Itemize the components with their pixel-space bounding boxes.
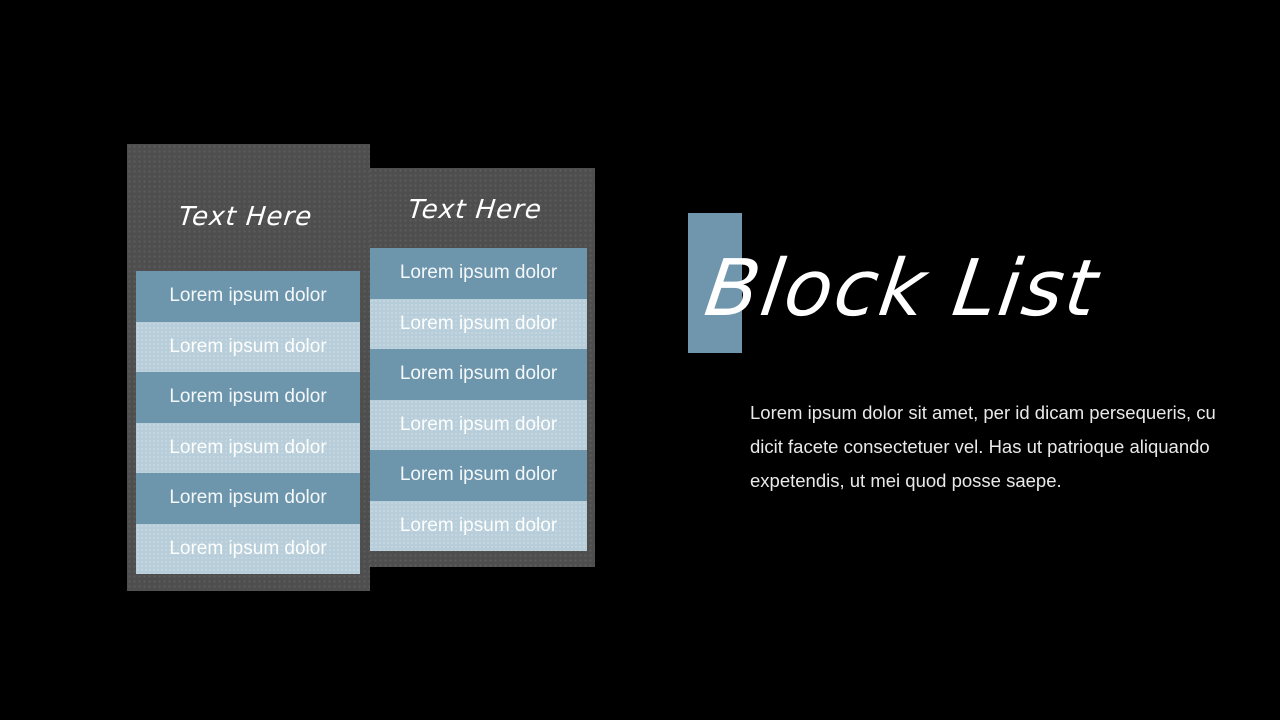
card-left-header: Text Here	[177, 202, 314, 232]
list-item: Lorem ipsum dolor	[136, 473, 360, 524]
list-item: Lorem ipsum dolor	[370, 349, 587, 400]
slide-body-text: Lorem ipsum dolor sit amet, per id dicam…	[750, 396, 1220, 498]
block-card-left: Text Here Lorem ipsum dolor Lorem ipsum …	[127, 144, 370, 591]
block-card-right: Text Here Lorem ipsum dolor Lorem ipsum …	[358, 168, 595, 567]
slide-title: Block List	[699, 244, 1105, 334]
body-line: expetendis, ut mei quod posse saepe.	[750, 470, 1062, 491]
list-item: Lorem ipsum dolor	[136, 321, 360, 372]
list-item: Lorem ipsum dolor	[370, 500, 587, 551]
list-item: Lorem ipsum dolor	[136, 372, 360, 423]
body-line: dicit facete consectetuer vel. Has ut pa…	[750, 436, 1210, 457]
body-line: Lorem ipsum dolor sit amet, per id dicam…	[750, 402, 1216, 423]
list-item: Lorem ipsum dolor	[136, 422, 360, 473]
list-item: Lorem ipsum dolor	[370, 248, 587, 299]
card-right-rows: Lorem ipsum dolor Lorem ipsum dolor Lore…	[370, 248, 587, 551]
list-item: Lorem ipsum dolor	[136, 271, 360, 322]
card-left-rows: Lorem ipsum dolor Lorem ipsum dolor Lore…	[136, 271, 360, 574]
list-item: Lorem ipsum dolor	[136, 523, 360, 574]
list-item: Lorem ipsum dolor	[370, 298, 587, 349]
title-accent-bar	[688, 213, 742, 353]
card-right-header: Text Here	[406, 195, 544, 225]
list-item: Lorem ipsum dolor	[370, 399, 587, 450]
list-item: Lorem ipsum dolor	[370, 450, 587, 501]
